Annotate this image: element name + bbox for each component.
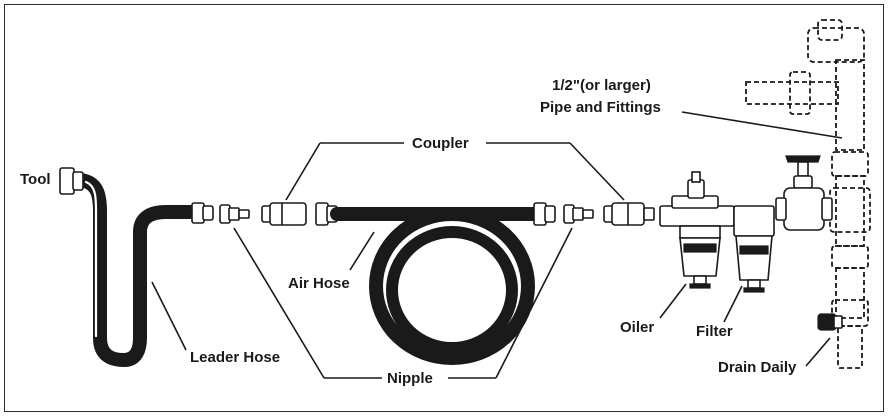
label-nipple: Nipple: [387, 370, 433, 387]
leader-hose-fittings: [191, 202, 250, 224]
label-pipe-size: 1/2"(or larger): [552, 77, 651, 94]
drain-valve: [817, 313, 843, 331]
label-coupler: Coupler: [412, 135, 469, 152]
leader-hose: [73, 173, 203, 367]
shutoff-valve: [775, 155, 833, 231]
coupler-right: [603, 202, 655, 226]
nipple-right: [563, 204, 594, 224]
coupler-left: [261, 202, 307, 226]
label-oiler: Oiler: [620, 319, 654, 336]
label-pipe-fittings: Pipe and Fittings: [540, 99, 661, 116]
pipe-and-fittings: [745, 19, 871, 369]
label-air-hose: Air Hose: [288, 275, 350, 292]
air-hose-fitting-right: [533, 202, 556, 226]
label-drain-daily: Drain Daily: [718, 359, 797, 376]
oiler-unit: [659, 171, 735, 289]
leader-lines: [151, 111, 843, 379]
label-filter: Filter: [696, 323, 733, 340]
label-tool: Tool: [20, 171, 51, 188]
label-leader-hose: Leader Hose: [190, 349, 280, 366]
tool-fitting: [59, 167, 84, 195]
filter-unit: [733, 205, 775, 293]
air-hose: [330, 207, 545, 365]
